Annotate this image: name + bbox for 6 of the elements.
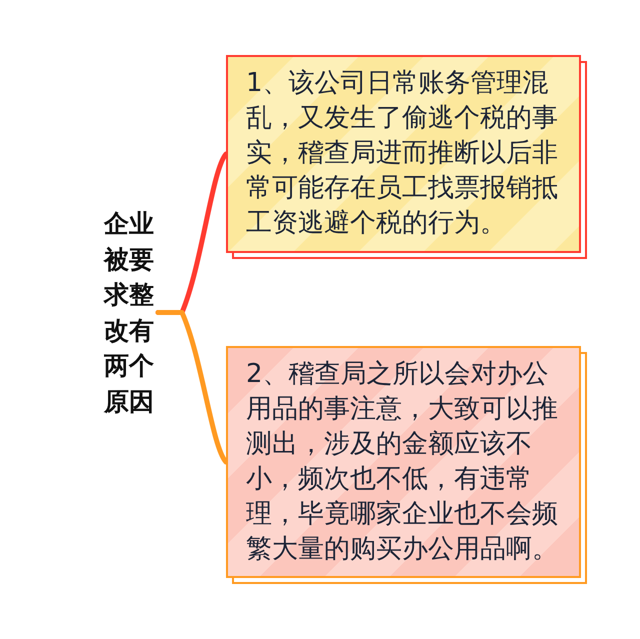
card-text: 1、该公司日常账务管理混乱，又发生了偷逃个税的事实，稽查局进而推断以后非常可能存在员工找票报销抵工资逃避个税的行为。 [246, 67, 559, 240]
topic-label: 企业被要求整改有两个原因 [104, 206, 154, 419]
note-card [226, 55, 581, 253]
brace-line [156, 310, 228, 464]
card-text: 2、稽查局之所以会对办公用品的事注意，大致可以推测出，涉及的金额应该不小，频次也不低，有违常理，毕竟哪家企业也不会频繁大量的购买办公用品啊。 [246, 358, 559, 566]
note-card [226, 346, 581, 578]
